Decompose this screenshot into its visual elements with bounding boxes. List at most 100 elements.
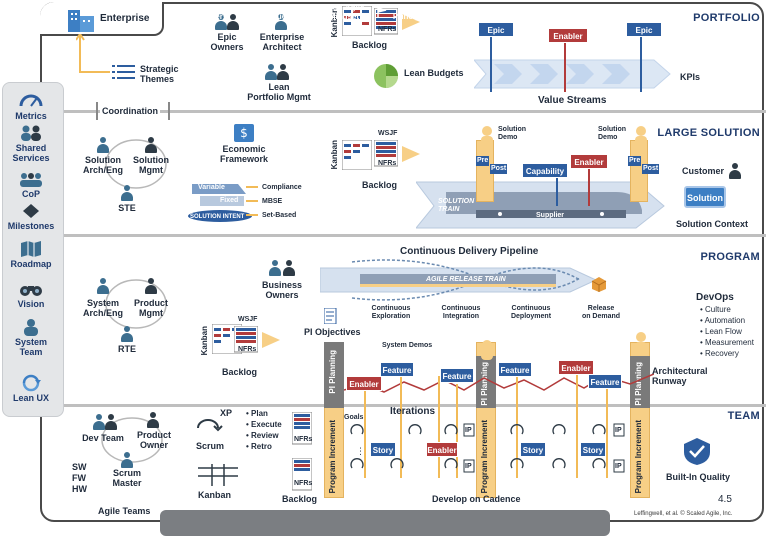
program-feature-flag-1[interactable]: Feature <box>380 362 414 377</box>
cdp-label[interactable]: Continuous Delivery Pipeline <box>400 246 539 257</box>
pi-objectives-label[interactable]: PI Objectives <box>304 327 361 337</box>
portfolio-epic-flag-2[interactable]: Epic <box>626 22 662 37</box>
footer-spc[interactable]: SPC <box>580 9 597 18</box>
ip-label-4: IP <box>615 463 622 470</box>
enterprise-architect-icon <box>274 14 288 30</box>
portfolio-epic-flag-1[interactable]: Epic <box>478 22 514 37</box>
kpis-label[interactable]: KPIs <box>680 72 701 82</box>
program-enabler-flag-1[interactable]: Enabler <box>346 376 382 391</box>
program-feature-flag-3[interactable]: Feature <box>498 362 532 377</box>
program-wsjf: WSJF <box>238 316 258 323</box>
coordination-label[interactable]: Coordination <box>100 106 160 116</box>
team-nfrs-1: NFRs <box>294 436 313 443</box>
iterations-label[interactable]: Iterations <box>390 406 436 417</box>
program-backlog-label[interactable]: Backlog <box>222 367 258 377</box>
sidebar-item-metrics[interactable]: Metrics <box>0 92 62 121</box>
program-enabler-flag-2[interactable]: Enabler <box>558 360 594 375</box>
portfolio-backlog-label[interactable]: Backlog <box>352 40 388 50</box>
capability-flag[interactable]: Capability <box>522 163 568 178</box>
pi-planning-middle[interactable] <box>476 356 496 408</box>
level-portfolio[interactable]: PORTFOLIO <box>693 12 760 24</box>
ls-backlog-label[interactable]: Backlog <box>362 180 398 190</box>
ste-label[interactable]: STE <box>118 203 136 213</box>
develop-on-cadence-label[interactable]: Develop on Cadence <box>432 494 521 504</box>
pi-planning-right[interactable] <box>630 356 650 408</box>
ls-kanban-board[interactable] <box>342 140 372 170</box>
ls-backlog-stack[interactable] <box>374 140 398 170</box>
team-backlog-stack-2[interactable] <box>292 458 312 494</box>
level-large-solution[interactable]: LARGE SOLUTION <box>657 127 760 139</box>
portfolio-kanban-board[interactable] <box>342 6 372 36</box>
dev-team-label[interactable]: Dev Team <box>82 433 124 443</box>
art-graphic[interactable] <box>320 258 600 304</box>
leaders-icon <box>171 7 181 19</box>
sidebar-item-cop[interactable]: CoP <box>0 170 62 199</box>
customer-label[interactable]: Customer <box>682 166 725 176</box>
devops-label[interactable]: DevOps <box>696 292 734 303</box>
lean-budgets-label[interactable]: Lean Budgets <box>404 68 464 78</box>
story-flag-1[interactable]: Story <box>370 442 396 457</box>
story-flag-3[interactable]: Story <box>580 442 606 457</box>
rte-label[interactable]: RTE <box>118 344 136 354</box>
story-flag-2[interactable]: Story <box>520 442 546 457</box>
team-kanban-label[interactable]: Kanban <box>198 490 232 500</box>
program-increment-label-right: Program Increment <box>634 420 643 494</box>
team-backlog-stack-1[interactable] <box>292 412 312 448</box>
sidebar-item-milestones[interactable]: Milestones <box>0 202 62 231</box>
sidebar-item-lean-ux[interactable]: Lean UX <box>0 374 62 403</box>
enterprise-box[interactable] <box>40 2 164 36</box>
large-solution-divider <box>40 234 766 237</box>
scrum-label[interactable]: Scrum <box>196 441 225 451</box>
solution-mgmt-icon <box>144 137 158 153</box>
pi-planning-left[interactable] <box>324 342 344 408</box>
level-program[interactable]: PROGRAM <box>700 251 760 263</box>
level-team[interactable]: TEAM <box>727 410 760 422</box>
sidebar-item-roadmap[interactable]: Roadmap <box>0 240 62 269</box>
program-backlog-stack[interactable] <box>234 326 258 356</box>
solution-box[interactable] <box>684 186 726 208</box>
system-demos-label[interactable]: System Demos <box>382 342 433 349</box>
team-backlog-label[interactable]: Backlog <box>282 494 318 504</box>
portfolio-enabler-flag[interactable]: Enabler <box>548 28 588 43</box>
team-enabler-flag[interactable]: Enabler <box>426 442 458 457</box>
built-in-quality-label[interactable]: Built-In Quality <box>666 472 730 482</box>
solution-context-label[interactable]: Solution Context <box>676 219 748 229</box>
sidebar-item-vision[interactable]: Vision <box>0 280 62 309</box>
ls-enabler-flag[interactable]: Enabler <box>570 154 608 169</box>
shared-services-icon <box>21 125 41 141</box>
value-streams-label[interactable]: Value Streams <box>538 95 607 106</box>
solution-intent-graphic[interactable] <box>186 180 256 224</box>
program-feature-flag-2[interactable]: Feature <box>440 368 474 383</box>
value-streams-arrows[interactable] <box>474 56 674 92</box>
program-feature-flag-4[interactable]: Feature <box>588 374 622 389</box>
xp-label[interactable]: XP <box>220 408 233 418</box>
agile-teams-label[interactable]: Agile Teams <box>98 506 151 516</box>
scrum-master-icon <box>120 452 134 468</box>
